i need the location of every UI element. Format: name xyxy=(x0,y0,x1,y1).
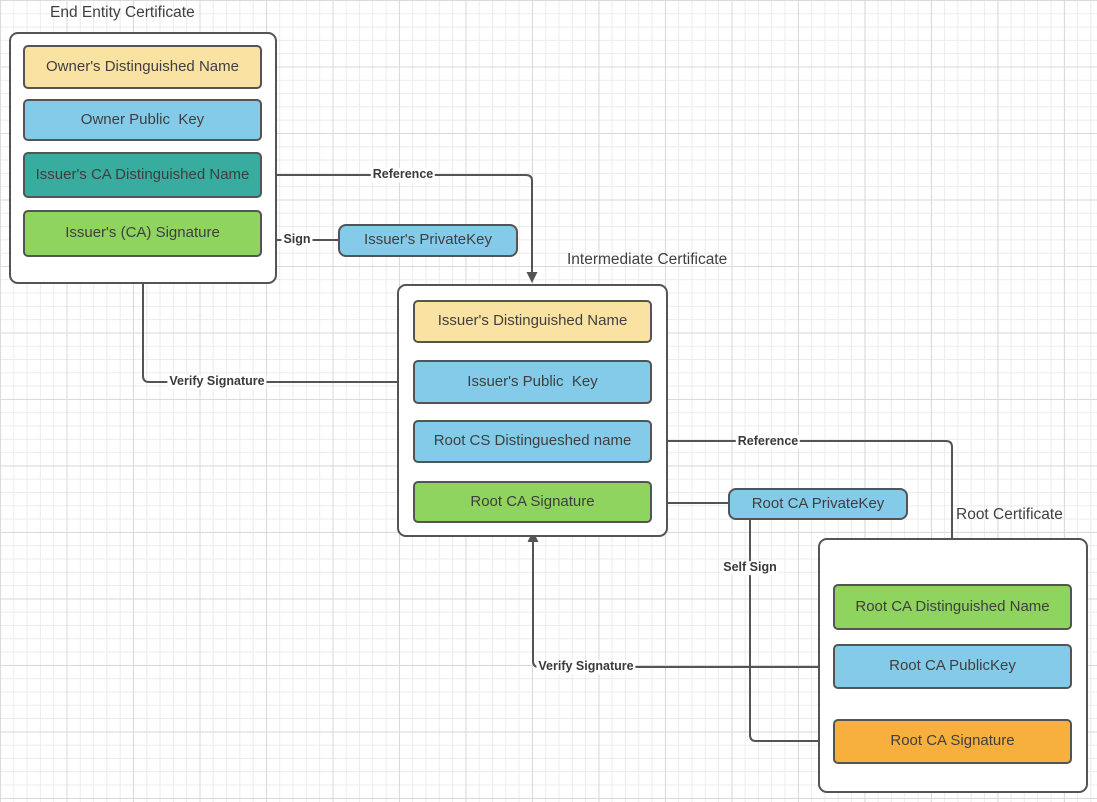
root-ca-private-key-box: Root CA PrivateKey xyxy=(728,488,908,520)
connector-label-reference-top: Reference xyxy=(370,167,436,182)
issuers-public-key-box: Issuer's Public Key xyxy=(413,360,652,404)
connector-label-self-sign: Self Sign xyxy=(721,560,779,575)
root-ca-signature-intermediate-box: Root CA Signature xyxy=(413,481,652,523)
connector-verify-bottom xyxy=(532,540,833,668)
intermediate-certificate-title: Intermediate Certificate xyxy=(567,251,728,268)
connector-label-sign: Sign xyxy=(281,232,313,247)
connector-self-sign xyxy=(749,520,823,742)
root-ca-distinguished-name-box: Root CA Distinguished Name xyxy=(833,584,1072,630)
connector-label-reference-right: Reference xyxy=(735,434,801,449)
connector-reference-top xyxy=(262,174,533,274)
root-ca-public-key-box: Root CA PublicKey xyxy=(833,644,1072,689)
connector-label-verify-signature-top: Verify Signature xyxy=(167,374,267,389)
issuers-distinguished-name-box: Issuer's Distinguished Name xyxy=(413,300,652,343)
owner-public-key-box: Owner Public Key xyxy=(23,99,262,141)
end-entity-certificate-title: End Entity Certificate xyxy=(50,4,195,21)
connector-verify-top xyxy=(142,267,413,383)
issuers-ca-distinguished-name-box: Issuer's CA Distinguished Name xyxy=(23,152,262,198)
issuers-private-key-box: Issuer's PrivateKey xyxy=(338,224,518,257)
owners-distinguished-name-box: Owner's Distinguished Name xyxy=(23,45,262,89)
root-ca-signature-root-box: Root CA Signature xyxy=(833,719,1072,764)
root-certificate-title: Root Certificate xyxy=(956,506,1063,523)
arrowhead-reference-top xyxy=(526,272,538,283)
issuers-ca-signature-box: Issuer's (CA) Signature xyxy=(23,210,262,257)
connector-label-verify-signature-bottom: Verify Signature xyxy=(536,659,636,674)
root-cs-distingueshed-name-box: Root CS Distingueshed name xyxy=(413,420,652,463)
connector-reference-right xyxy=(652,440,953,574)
